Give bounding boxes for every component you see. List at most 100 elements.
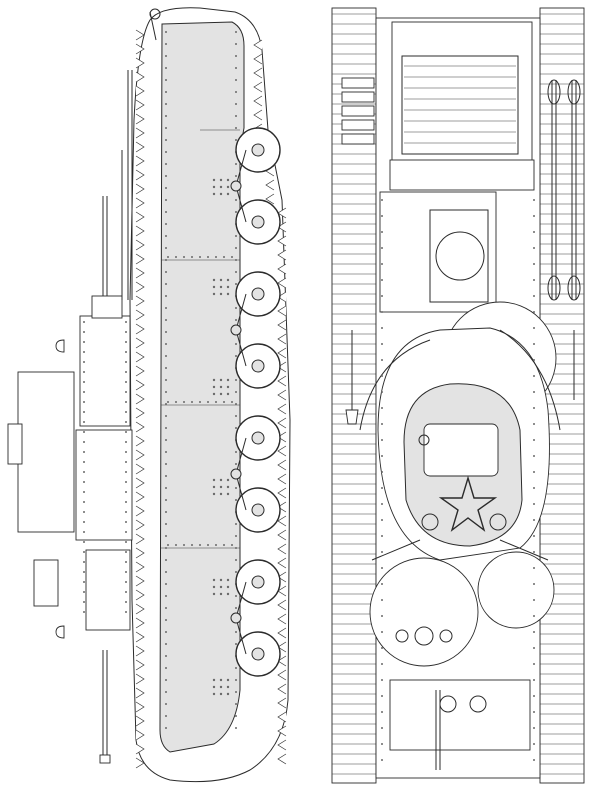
rivet <box>381 615 383 617</box>
rivet <box>212 478 216 482</box>
rivet <box>381 551 383 553</box>
rivet <box>226 685 230 689</box>
rivet <box>235 691 237 693</box>
tread-tooth <box>253 81 263 93</box>
rivet <box>235 667 237 669</box>
tread-tooth <box>277 557 287 569</box>
rivet <box>83 591 85 593</box>
rivet <box>125 571 127 573</box>
rivet <box>219 385 223 389</box>
rivet <box>533 487 535 489</box>
rivet <box>165 583 167 585</box>
rivet <box>235 631 237 633</box>
tread-tooth <box>277 319 287 331</box>
rivet <box>165 463 167 465</box>
rivet <box>83 401 85 403</box>
rivet <box>165 655 167 657</box>
rivet <box>219 692 223 696</box>
rivet <box>165 331 167 333</box>
tread-tooth <box>135 477 145 489</box>
rivet <box>235 607 237 609</box>
rivet <box>212 185 216 189</box>
rivet <box>235 211 237 213</box>
rivet <box>223 256 225 258</box>
rivet <box>235 523 237 525</box>
rivet <box>83 361 85 363</box>
tread-tooth <box>277 725 287 737</box>
rivet <box>533 375 535 377</box>
rivet <box>125 381 127 383</box>
rivet <box>381 279 383 281</box>
tread-tooth <box>135 351 145 363</box>
rivet <box>235 163 237 165</box>
rivet <box>533 695 535 697</box>
rivet <box>381 695 383 697</box>
rivet <box>165 271 167 273</box>
tread-tooth <box>135 421 145 433</box>
rivet <box>235 571 237 573</box>
rivet <box>215 256 217 258</box>
rivet <box>533 727 535 729</box>
rivet <box>165 199 167 201</box>
rivet <box>125 611 127 613</box>
rivet <box>175 544 177 546</box>
tool-rack <box>341 77 375 145</box>
rivet <box>125 421 127 423</box>
rivet <box>235 55 237 57</box>
rivet <box>219 278 223 282</box>
rivet <box>125 321 127 323</box>
rivet <box>381 375 383 377</box>
cable-eye <box>547 79 561 105</box>
tread-tooth <box>135 113 145 125</box>
rivet <box>125 361 127 363</box>
mg-turret-hatch <box>414 626 434 646</box>
rivet <box>235 115 237 117</box>
tread-tooth <box>277 445 287 457</box>
rivet <box>83 491 85 493</box>
rivet <box>533 455 535 457</box>
rivet <box>165 151 167 153</box>
rivet <box>83 561 85 563</box>
rear-hatch <box>435 231 485 281</box>
rivet <box>165 367 167 369</box>
tread-tooth <box>277 697 287 709</box>
rivet <box>226 178 230 182</box>
rivet <box>235 247 237 249</box>
tread-tooth <box>253 67 263 79</box>
rivet <box>235 271 237 273</box>
rivet <box>219 585 223 589</box>
rivet <box>83 381 85 383</box>
rivet <box>219 178 223 182</box>
rivet <box>381 567 383 569</box>
main-turret-side <box>17 371 75 533</box>
tread-tooth <box>135 141 145 153</box>
rivet <box>223 401 225 403</box>
rivet <box>219 685 223 689</box>
rivet <box>219 478 223 482</box>
rivet <box>226 292 230 296</box>
wheel-hub <box>251 287 265 301</box>
rivet <box>533 247 535 249</box>
rivet <box>165 727 167 729</box>
rivet <box>226 692 230 696</box>
rivet <box>125 551 127 553</box>
rivet <box>125 471 127 473</box>
rivet <box>381 599 383 601</box>
rivet <box>219 192 223 196</box>
rivet <box>381 663 383 665</box>
rivet <box>381 535 383 537</box>
rivet <box>165 523 167 525</box>
rivet <box>533 471 535 473</box>
rivet <box>212 692 216 696</box>
tread-tooth <box>135 29 145 41</box>
rivet <box>381 647 383 649</box>
rivet <box>533 439 535 441</box>
rear-sponson-tail <box>85 549 131 631</box>
rivet <box>381 407 383 409</box>
guard-rail <box>371 539 421 561</box>
rivet <box>235 703 237 705</box>
tread-tooth <box>135 379 145 391</box>
tread-tooth <box>135 99 145 111</box>
rivet <box>235 307 237 309</box>
tread-tooth <box>265 193 275 205</box>
